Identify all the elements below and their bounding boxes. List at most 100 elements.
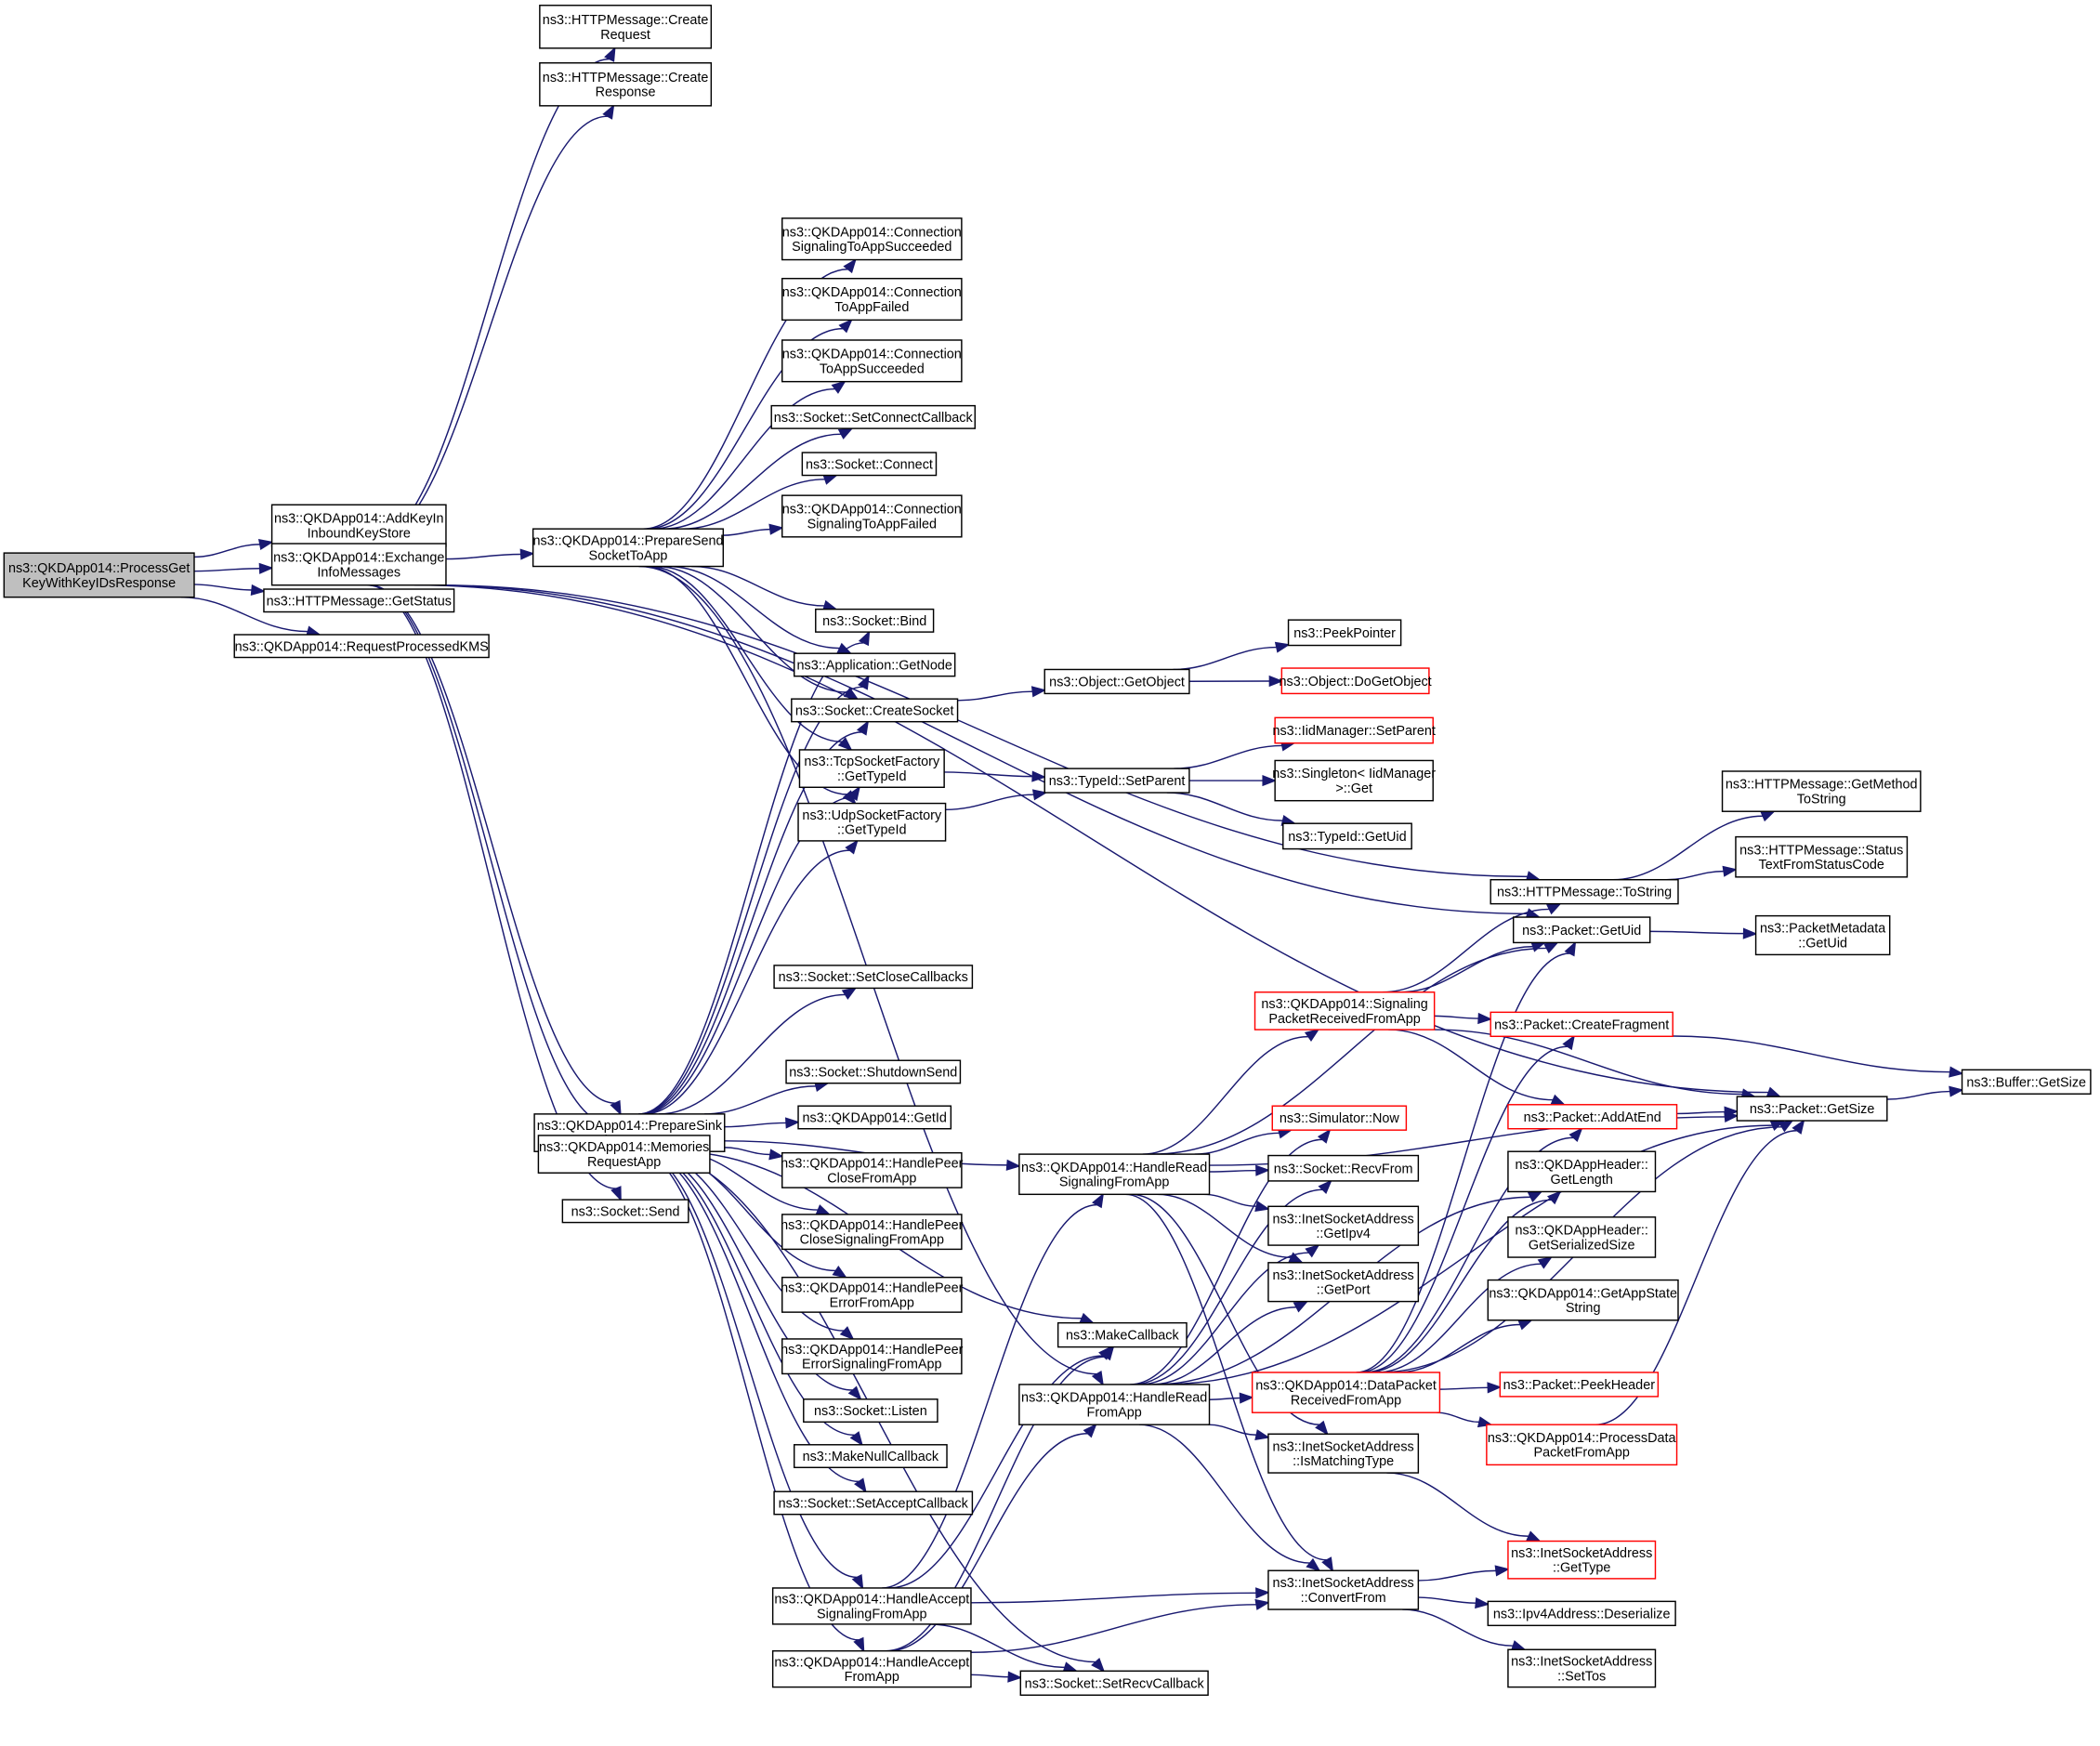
node-bind[interactable]: ns3::Socket::Bind (815, 608, 935, 633)
edge-datapkt-to-hdrsersize (1376, 1255, 1554, 1373)
node-makecallback[interactable]: ns3::MakeCallback (1057, 1321, 1188, 1348)
node-acceptsig[interactable]: ns3::QKDApp014::HandleAcceptSignalingFro… (771, 1587, 972, 1625)
node-datapkt[interactable]: ns3::QKDApp014::DataPacketReceivedFromAp… (1251, 1372, 1441, 1413)
arrowhead-icon (1101, 1346, 1115, 1361)
edge-exchange-to-pktgetsize (413, 584, 1782, 1098)
edge-acceptsig-to-readsig (882, 1192, 1105, 1589)
edge-line (682, 479, 825, 530)
node-convertfrom[interactable]: ns3::InetSocketAddress::ConvertFrom (1267, 1569, 1420, 1610)
node-typeidgetuid[interactable]: ns3::TypeId::GetUid (1282, 822, 1412, 850)
node-gettype[interactable]: ns3::InetSocketAddress::GetType (1507, 1540, 1657, 1580)
node-box (793, 1444, 948, 1469)
node-box (1267, 1569, 1420, 1610)
node-pktgetsize[interactable]: ns3::Packet::GetSize (1736, 1096, 1888, 1122)
node-peererrsig[interactable]: ns3::QKDApp014::HandlePeerErrorSignaling… (781, 1338, 964, 1375)
node-getstatus[interactable]: ns3::HTTPMessage::GetStatus (263, 588, 455, 613)
node-connsigsucc[interactable]: ns3::QKDApp014::ConnectionSignalingToApp… (781, 217, 963, 261)
node-statustext[interactable]: ns3::HTTPMessage::StatusTextFromStatusCo… (1735, 835, 1909, 878)
node-deserialize[interactable]: ns3::Ipv4Address::Deserialize (1487, 1600, 1676, 1627)
node-getobject[interactable]: ns3::Object::GetObject (1043, 668, 1190, 695)
node-buffergetsize[interactable]: ns3::Buffer::GetSize (1961, 1069, 2092, 1095)
arrowhead-icon (1550, 1094, 1567, 1106)
node-sigpkt[interactable]: ns3::QKDApp014::SignalingPacketReceivedF… (1253, 991, 1436, 1031)
arrowhead-icon (1537, 1255, 1554, 1269)
node-createsocket[interactable]: ns3::Socket::CreateSocket (791, 698, 959, 723)
node-setacceptcb[interactable]: ns3::Socket::SetAcceptCallback (773, 1490, 974, 1516)
node-box (781, 1276, 963, 1313)
node-box (3, 552, 195, 598)
node-label: ns3::QKDApp014::Exchange (273, 550, 444, 565)
node-getnode[interactable]: ns3::Application::GetNode (793, 652, 956, 677)
node-pktgetuid[interactable]: ns3::Packet::GetUid (1512, 916, 1651, 944)
node-simnow[interactable]: ns3::Simulator::Now (1271, 1105, 1408, 1131)
node-box (801, 452, 938, 477)
node-listen[interactable]: ns3::Socket::Listen (803, 1398, 938, 1424)
node-shutdown[interactable]: ns3::Socket::ShutdownSend (785, 1059, 962, 1084)
node-readsig[interactable]: ns3::QKDApp014::HandleReadSignalingFromA… (1018, 1153, 1211, 1196)
node-typeidsetparent[interactable]: ns3::TypeId::SetParent (1043, 768, 1190, 794)
node-metagetuid[interactable]: ns3::PacketMetadata::GetUid (1754, 914, 1891, 956)
node-ismatching[interactable]: ns3::InetSocketAddress::IsMatchingType (1267, 1433, 1420, 1474)
node-setrecvcb[interactable]: ns3::Socket::SetRecvCallback (1019, 1670, 1209, 1696)
node-root[interactable]: ns3::QKDApp014::ProcessGetKeyWithKeyIDsR… (3, 552, 195, 598)
node-tcpfactory[interactable]: ns3::TcpSocketFactory::GetTypeId (798, 749, 945, 788)
node-peerclosesig[interactable]: ns3::QKDApp014::HandlePeerCloseSignaling… (781, 1214, 964, 1251)
node-createfrag[interactable]: ns3::Packet::CreateFragment (1490, 1011, 1673, 1038)
node-peekpointer[interactable]: ns3::PeekPointer (1287, 619, 1402, 647)
node-connsigfail[interactable]: ns3::QKDApp014::ConnectionSignalingToApp… (781, 494, 963, 538)
node-udpfactory[interactable]: ns3::UdpSocketFactory::GetTypeId (797, 802, 947, 842)
node-label: ns3::Object::GetObject (1049, 675, 1185, 689)
node-box (1490, 878, 1679, 905)
node-box (270, 504, 447, 547)
node-tostring[interactable]: ns3::HTTPMessage::ToString (1490, 878, 1679, 905)
node-setclosecb[interactable]: ns3::Socket::SetCloseCallbacks (773, 965, 974, 990)
edge-line (1666, 870, 1725, 881)
node-peekheader[interactable]: ns3::Packet::PeekHeader (1499, 1372, 1660, 1398)
node-connect[interactable]: ns3::Socket::Connect (801, 452, 938, 477)
edge-line (882, 1203, 1097, 1589)
edge-line (370, 115, 609, 545)
edge-prepsend-to-createsocket (656, 565, 860, 701)
node-recvfrom[interactable]: ns3::Socket::RecvFrom (1267, 1154, 1420, 1182)
edge-tostring-to-statustext (1666, 865, 1738, 881)
node-box (781, 277, 963, 322)
node-addatend[interactable]: ns3::Packet::AddAtEnd (1507, 1104, 1678, 1130)
edge-prepsink-to-setclosecb (658, 987, 858, 1115)
node-singleton[interactable]: ns3::Singleton< IidManager>::Get (1272, 759, 1436, 802)
node-hdrsersize[interactable]: ns3::QKDAppHeader::GetSerializedSize (1507, 1216, 1657, 1258)
node-getipv4[interactable]: ns3::InetSocketAddress::GetIpv4 (1267, 1205, 1420, 1246)
node-hdrlength[interactable]: ns3::QKDAppHeader::GetLength (1507, 1150, 1657, 1193)
node-getid[interactable]: ns3::QKDApp014::GetId (797, 1105, 952, 1130)
edge-prepsend-to-connect (682, 474, 839, 530)
node-box (1507, 1150, 1657, 1193)
node-setconncb[interactable]: ns3::Socket::SetConnectCallback (770, 404, 977, 429)
node-reqkms[interactable]: ns3::QKDApp014::RequestProcessedKMS (233, 634, 490, 659)
arrowhead-icon (768, 1149, 784, 1161)
edge-pktgetsize-to-buffergetsize (1886, 1085, 1964, 1100)
node-makenullcb[interactable]: ns3::MakeNullCallback (793, 1444, 948, 1469)
node-getport[interactable]: ns3::InetSocketAddress::GetPort (1267, 1262, 1420, 1303)
edge-line (640, 731, 862, 1115)
node-dogetobject[interactable]: ns3::Object::DoGetObject (1280, 667, 1432, 695)
edge-read-to-ismatching (1208, 1424, 1270, 1441)
node-label: ns3::IidManager::SetParent (1272, 724, 1435, 739)
node-iidsetparent[interactable]: ns3::IidManager::SetParent (1272, 716, 1436, 744)
node-settos[interactable]: ns3::InetSocketAddress::SetTos (1507, 1648, 1657, 1688)
node-send[interactable]: ns3::Socket::Send (561, 1199, 689, 1224)
arrowhead-icon (851, 1574, 864, 1590)
